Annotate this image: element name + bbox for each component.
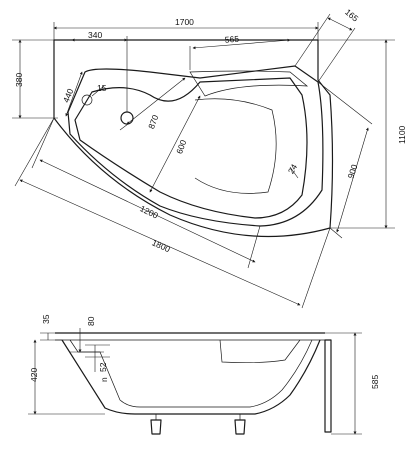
dim-right-depth: 900 (346, 163, 360, 180)
dim-rim-height: 35 (41, 314, 51, 324)
side-tub-body (61, 339, 321, 415)
dim-width-front: 165 (343, 7, 361, 24)
headrest-contour (189, 70, 309, 97)
dim-overflow-prefix: n (99, 377, 109, 382)
side-apron (324, 339, 332, 433)
drain-hole (120, 111, 134, 125)
dim-inner-height: 420 (29, 368, 39, 382)
side-seat (219, 339, 301, 364)
tub-inner-basin (74, 77, 308, 219)
top-view: 1700 165 340 565 380 440 15 870 600 (12, 7, 407, 309)
dim-total-height: 585 (370, 375, 380, 389)
dim-inner-length: 1200 (138, 203, 160, 220)
dim-overall-length: 1800 (150, 237, 172, 254)
side-view: 35 80 n 52 420 585 (28, 314, 380, 435)
dim-inner-width: 870 (146, 113, 160, 130)
dim-inner-depth: 600 (174, 138, 188, 155)
dim-step-height: 80 (86, 316, 96, 326)
dim-overflow-radius: 15 (97, 83, 107, 93)
dim-drain-offset: 340 (88, 30, 102, 40)
dim-depth-total: 1100 (397, 125, 407, 144)
dim-overflow-height: 440 (61, 87, 76, 104)
side-leg-right (234, 414, 246, 435)
seat-recess (194, 98, 277, 194)
dim-left-depth: 380 (14, 73, 24, 87)
dim-width-total: 1700 (175, 17, 194, 27)
dim-rear-length: 565 (224, 34, 239, 45)
side-leg-left (150, 414, 162, 435)
dim-corner-depth: 24 (286, 162, 300, 175)
side-inner-profile (69, 339, 313, 408)
dim-overflow: 52 (98, 362, 108, 372)
